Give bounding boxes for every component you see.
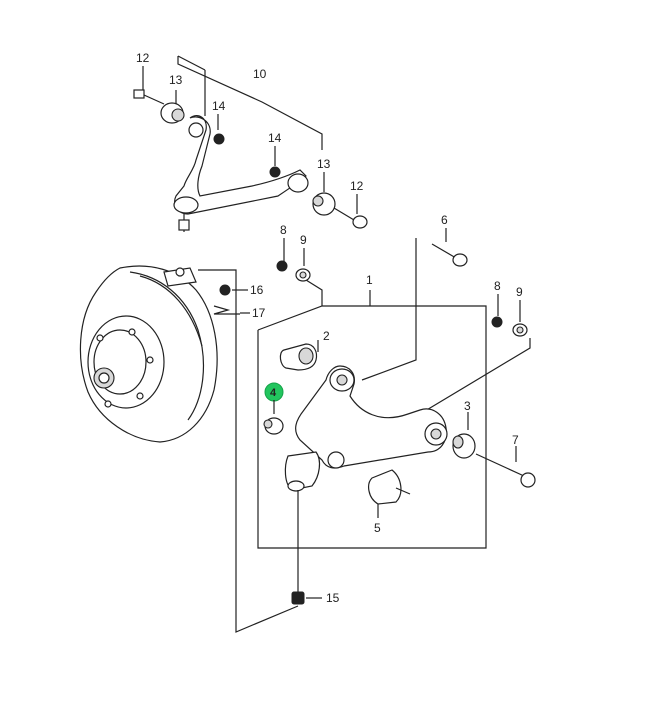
group-bracket-10-a bbox=[177, 55, 206, 71]
hub-nut-inner bbox=[98, 372, 110, 384]
nut-15 bbox=[291, 591, 305, 605]
bolt-shank-12b bbox=[333, 207, 355, 221]
callout-8b: 8 bbox=[494, 279, 501, 293]
bushing-13a-inner bbox=[171, 108, 185, 122]
wheel-stud-5 bbox=[104, 400, 112, 408]
wheel-stud-3 bbox=[146, 356, 154, 364]
lower-arm-group-bracket bbox=[198, 269, 487, 633]
callout-1: 1 bbox=[366, 273, 373, 287]
bushing-5-stud bbox=[395, 487, 411, 495]
lower-control-arm-group bbox=[263, 340, 536, 592]
upper-arm-group bbox=[133, 55, 368, 232]
bushing-13b-inner bbox=[312, 195, 324, 207]
callout-15: 15 bbox=[326, 591, 340, 605]
bolt-head-12b bbox=[352, 215, 368, 229]
callout-8a: 8 bbox=[280, 223, 287, 237]
upper-arm-eye-right bbox=[287, 173, 309, 193]
nut-16 bbox=[219, 284, 231, 296]
lower-arm-rear-hole bbox=[430, 428, 442, 440]
bolt-shank-7 bbox=[475, 453, 525, 477]
bolt-head-12a bbox=[133, 89, 145, 99]
leader-9a-link bbox=[305, 279, 323, 306]
bolt-shank-6 bbox=[431, 243, 457, 259]
callout-13b: 13 bbox=[317, 157, 331, 171]
washer-9a-hole bbox=[299, 271, 307, 279]
callout-10: 10 bbox=[253, 67, 267, 81]
lower-ball-joint-mount bbox=[284, 451, 321, 491]
lower-arm-mid-eye bbox=[327, 451, 345, 469]
callout-5: 5 bbox=[374, 521, 381, 535]
nut-14b bbox=[269, 166, 281, 178]
callout-13a: 13 bbox=[169, 73, 183, 87]
bushing-3-inner bbox=[452, 435, 464, 449]
callout-9b: 9 bbox=[516, 285, 523, 299]
fasteners-8-9-right bbox=[409, 294, 531, 421]
bushing-2-inner bbox=[298, 347, 314, 365]
callout-2: 2 bbox=[323, 329, 330, 343]
bolt-6-bracket bbox=[361, 238, 417, 381]
small-parts-16-17 bbox=[213, 284, 250, 315]
callout-3: 3 bbox=[464, 399, 471, 413]
wheel-stud-4 bbox=[136, 392, 144, 400]
ball-joint-thread bbox=[178, 219, 190, 231]
ball-joint-upper bbox=[173, 196, 199, 214]
bolt-shank-12a bbox=[143, 94, 165, 105]
knuckle-eye bbox=[175, 267, 185, 277]
nut-15-group bbox=[291, 591, 322, 605]
hub-disc-assembly bbox=[79, 265, 218, 443]
callout-12a: 12 bbox=[136, 51, 150, 65]
callout-14b: 14 bbox=[268, 131, 282, 145]
bolt-6-group bbox=[361, 228, 468, 381]
disc-edge-2 bbox=[139, 275, 203, 347]
bushing-4-inner bbox=[263, 419, 273, 429]
disc-edge-1 bbox=[129, 271, 205, 421]
group-bracket-10 bbox=[177, 56, 323, 150]
washer-9b-bracket bbox=[409, 338, 531, 421]
lower-control-arm bbox=[295, 365, 447, 469]
washer-9b-hole bbox=[516, 326, 524, 334]
wheel-stud-2 bbox=[128, 328, 136, 336]
callout-14a: 14 bbox=[212, 99, 226, 113]
fasteners-8-9-left bbox=[276, 238, 311, 282]
nut-8a bbox=[276, 260, 288, 272]
callout-6: 6 bbox=[441, 213, 448, 227]
bolt-head-7 bbox=[520, 472, 536, 488]
upper-arm-eye-left bbox=[188, 122, 204, 138]
cotter-pin-17 bbox=[213, 305, 240, 315]
callout-7: 7 bbox=[512, 433, 519, 447]
callout-9a: 9 bbox=[300, 233, 307, 247]
knuckle-bracket bbox=[198, 269, 299, 633]
callout-4: 4 bbox=[270, 387, 277, 399]
callout-12b: 12 bbox=[350, 179, 364, 193]
callout-17: 17 bbox=[252, 306, 266, 320]
callout-16: 16 bbox=[250, 283, 264, 297]
group-bracket-1 bbox=[257, 305, 487, 549]
lower-arm-front-hole bbox=[336, 374, 348, 386]
nut-8b bbox=[491, 316, 503, 328]
wheel-stud-1 bbox=[96, 334, 104, 342]
lower-ball-joint bbox=[287, 480, 305, 492]
callout-labels: 12 13 10 14 14 13 12 6 8 9 1 16 17 8 9 2… bbox=[136, 51, 523, 605]
bushing-5 bbox=[368, 469, 402, 505]
nut-14a bbox=[213, 133, 225, 145]
bolt-head-6 bbox=[452, 253, 468, 267]
